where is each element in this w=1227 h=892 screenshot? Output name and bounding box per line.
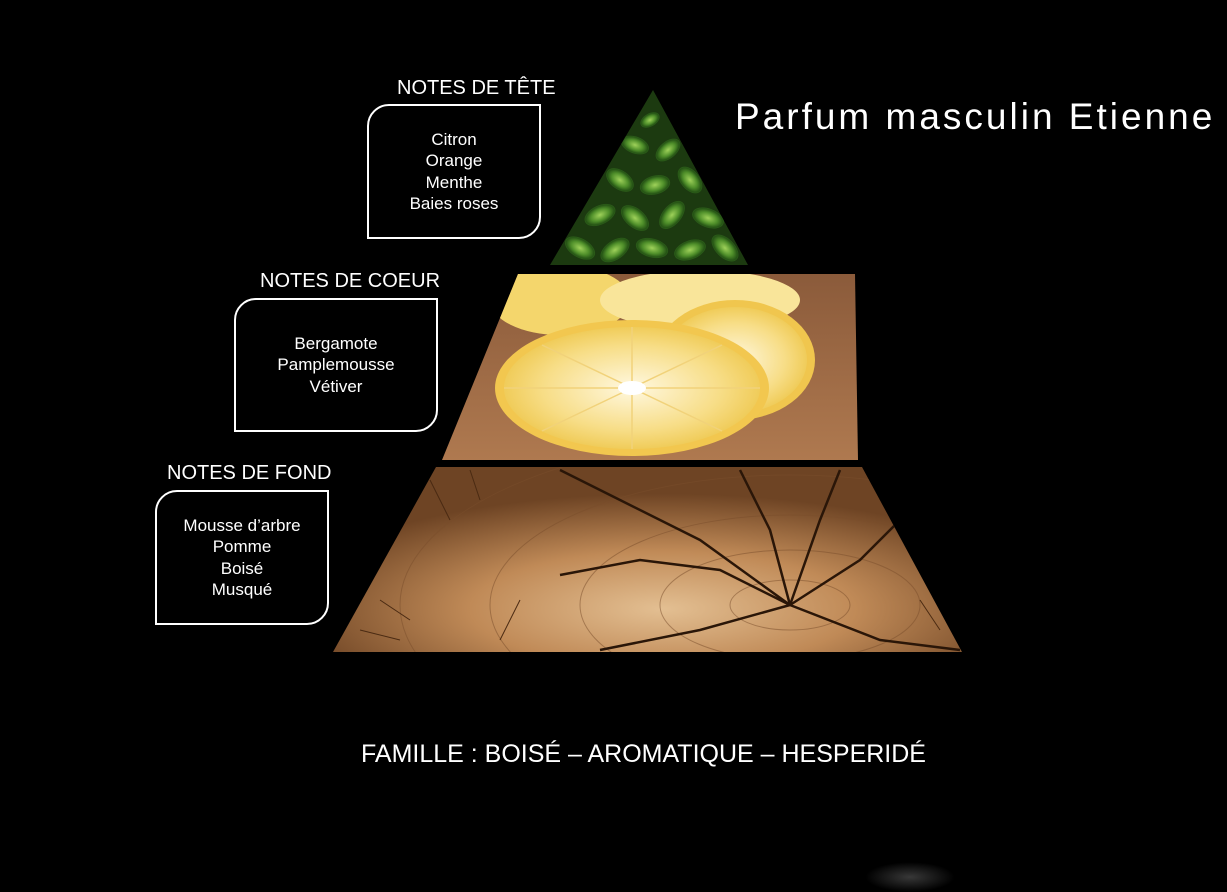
heading-notes-de-tete: NOTES DE TÊTE	[397, 77, 556, 99]
notes-box-top: Citron Orange Menthe Baies roses	[367, 104, 541, 239]
note-item: Boisé	[220, 558, 264, 578]
note-item: Vétiver	[309, 376, 363, 396]
tier-middle-grapefruit-image	[442, 274, 858, 460]
note-item: Mousse d’arbre	[183, 515, 301, 535]
perfume-title: Parfum masculin Etienne	[735, 96, 1216, 137]
note-item: Musqué	[211, 580, 273, 599]
note-item: Menthe	[425, 172, 483, 192]
note-item: Bergamote	[294, 333, 378, 353]
notes-box-middle: Bergamote Pamplemousse Vétiver	[234, 298, 438, 432]
heading-notes-de-coeur: NOTES DE COEUR	[260, 270, 441, 292]
note-item: Citron	[431, 129, 477, 149]
decorative-glow	[865, 862, 955, 892]
note-item: Pamplemousse	[277, 355, 395, 375]
fragrance-family: FAMILLE : BOISÉ – AROMATIQUE – HESPERIDÉ	[361, 740, 926, 768]
tier-bottom-wood-image	[333, 467, 962, 652]
tier-top-mint-image	[550, 90, 748, 265]
notes-box-bottom: Mousse d’arbre Pomme Boisé Musqué	[155, 490, 329, 625]
note-item: Orange	[425, 151, 483, 170]
note-item: Baies roses	[409, 194, 499, 213]
heading-notes-de-fond: NOTES DE FOND	[167, 462, 332, 484]
note-item: Pomme	[212, 537, 272, 556]
